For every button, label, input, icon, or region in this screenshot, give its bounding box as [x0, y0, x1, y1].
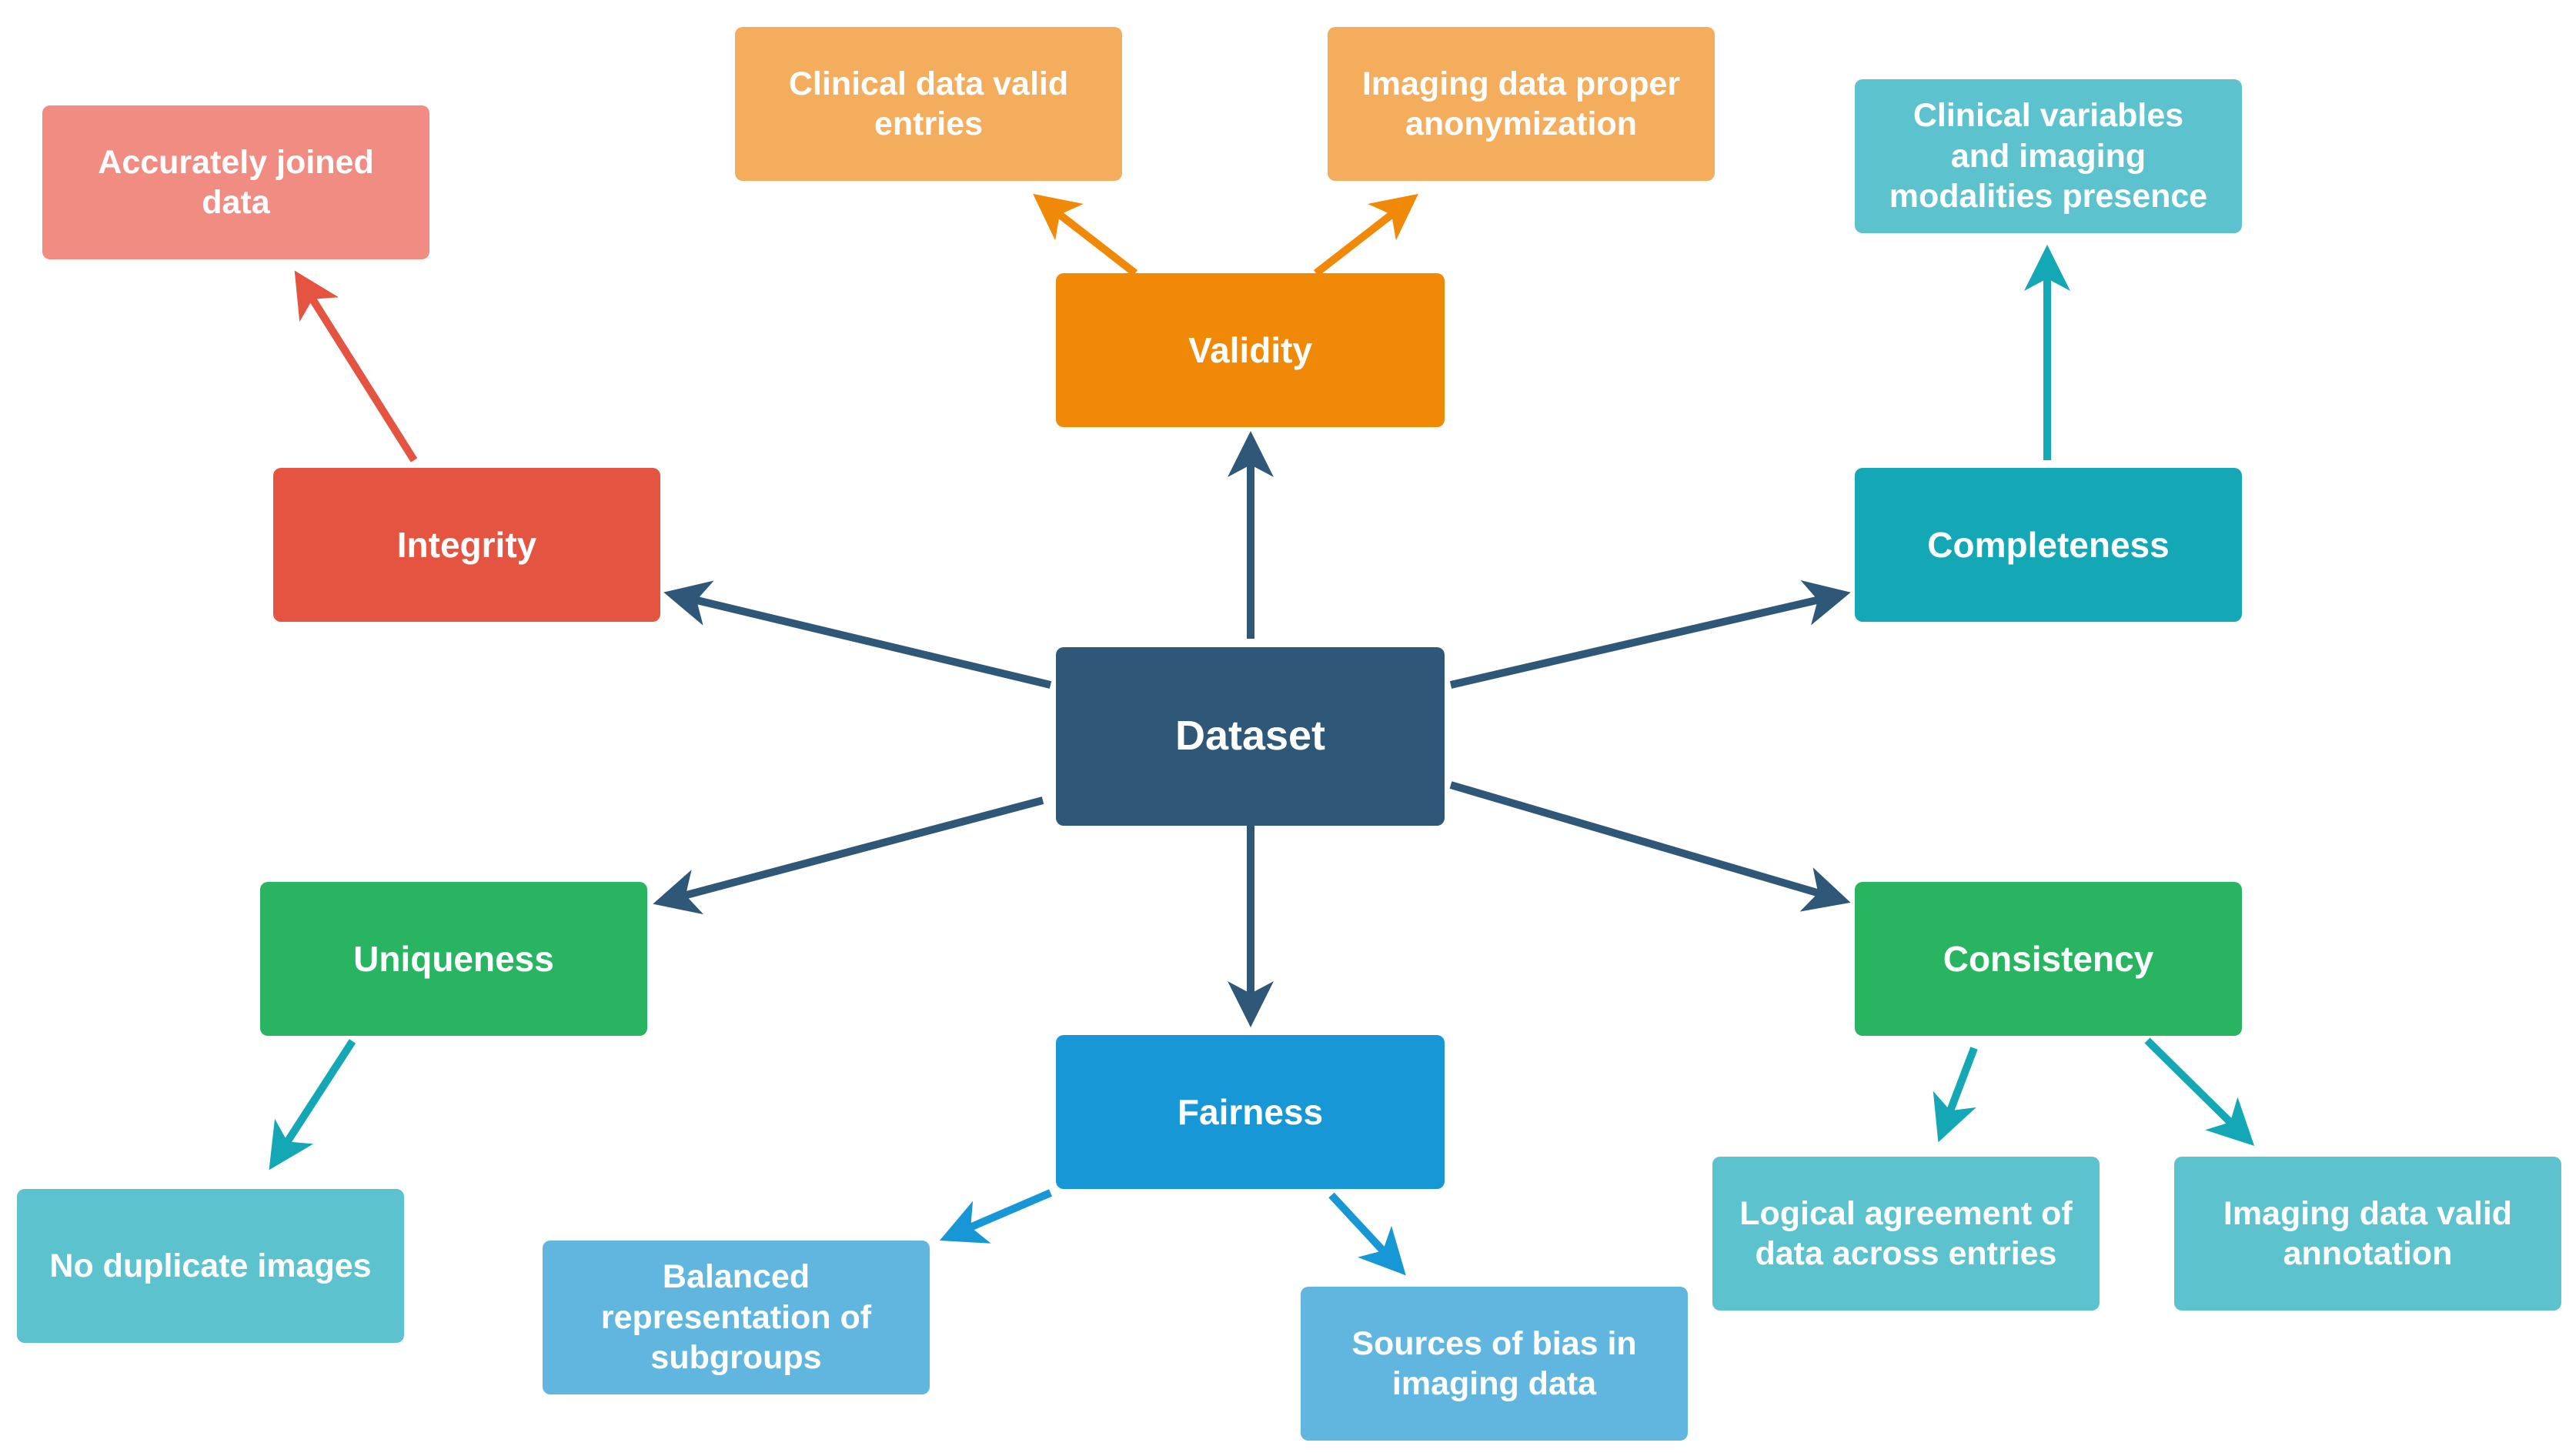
arrow-validity-to-imaging-anonym	[1313, 193, 1418, 276]
node-validity-label: Validity	[1188, 329, 1313, 370]
node-imaging-data-proper-anonymization-label: Imaging data proper anonymization	[1361, 65, 1681, 142]
arrow-integrity-to-accurately-joined	[294, 270, 418, 463]
node-accurately-joined-data-label: Accurately joined data	[98, 143, 374, 221]
arrow-fairness-to-sources-bias	[1328, 1192, 1406, 1276]
node-imaging-data-proper-anonymization: Imaging data proper anonymization	[1328, 27, 1715, 181]
node-completeness-label: Completeness	[1927, 524, 2170, 565]
node-sources-of-bias: Sources of bias in imaging data	[1301, 1287, 1688, 1441]
arrow-dataset-to-integrity	[663, 580, 1052, 689]
arrow-dataset-to-uniqueness	[653, 796, 1044, 915]
node-balanced-representation-label: Balanced representation of subgroups	[600, 1258, 872, 1377]
node-imaging-data-valid-annotation-label: Imaging data valid annotation	[2223, 1194, 2513, 1272]
arrow-consistency-to-imaging-annotation	[2144, 1037, 2255, 1147]
node-fairness: Fairness	[1056, 1035, 1445, 1189]
node-consistency: Consistency	[1855, 882, 2242, 1036]
node-clinical-data-valid-entries-label: Clinical data valid entries	[788, 65, 1069, 142]
node-accurately-joined-data: Accurately joined data	[42, 105, 429, 259]
node-clinical-variables-presence: Clinical variables and imaging modalitie…	[1855, 79, 2242, 233]
node-no-duplicate-images-label: No duplicate images	[49, 1247, 372, 1284]
node-validity: Validity	[1056, 273, 1445, 427]
node-integrity: Integrity	[273, 468, 660, 622]
node-dataset-label: Dataset	[1174, 713, 1326, 760]
arrow-dataset-to-consistency	[1449, 781, 1851, 912]
node-uniqueness: Uniqueness	[260, 882, 647, 1036]
node-integrity-label: Integrity	[396, 524, 537, 565]
node-sources-of-bias-label: Sources of bias in imaging data	[1351, 1324, 1637, 1402]
node-no-duplicate-images: No duplicate images	[17, 1189, 404, 1343]
node-imaging-data-valid-annotation: Imaging data valid annotation	[2174, 1157, 2561, 1311]
arrow-dataset-to-completeness	[1449, 580, 1851, 689]
node-balanced-representation: Balanced representation of subgroups	[543, 1241, 930, 1394]
arrow-validity-to-clinical-valid	[1033, 193, 1138, 276]
node-consistency-label: Consistency	[1943, 938, 2154, 979]
node-uniqueness-label: Uniqueness	[353, 938, 554, 979]
arrow-consistency-to-logical-agreement	[1933, 1047, 1978, 1143]
node-clinical-variables-presence-label: Clinical variables and imaging modalitie…	[1889, 97, 2208, 215]
node-fairness-label: Fairness	[1177, 1091, 1324, 1132]
node-logical-agreement: Logical agreement of data across entries	[1712, 1157, 2100, 1311]
arrow-fairness-to-balanced	[939, 1189, 1052, 1244]
node-clinical-data-valid-entries: Clinical data valid entries	[735, 27, 1122, 181]
node-dataset: Dataset	[1056, 647, 1445, 826]
node-logical-agreement-label: Logical agreement of data across entries	[1739, 1194, 2073, 1272]
arrow-uniqueness-to-no-duplicates	[269, 1039, 356, 1170]
node-completeness: Completeness	[1855, 468, 2242, 622]
